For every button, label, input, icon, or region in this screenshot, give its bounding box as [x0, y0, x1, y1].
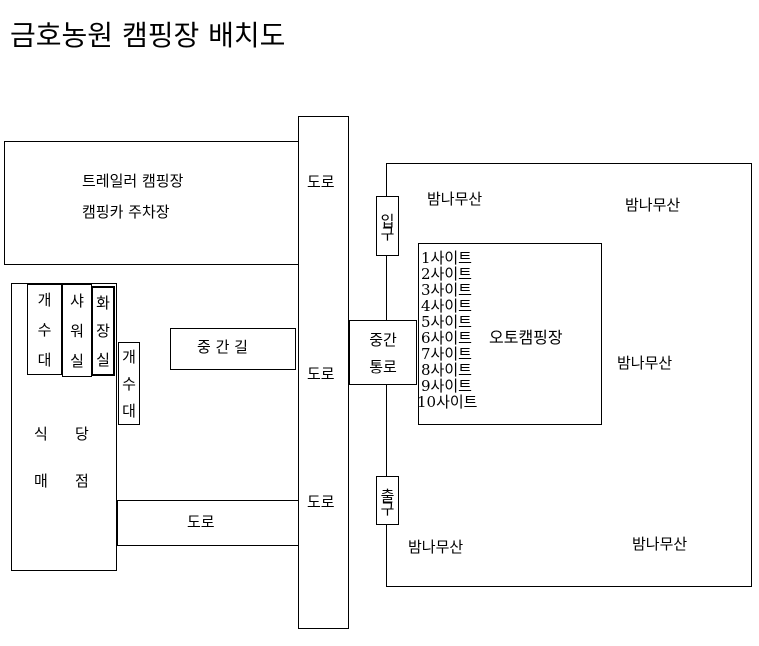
site-5: 5사이트: [421, 313, 472, 331]
entrance: 입구: [376, 196, 399, 256]
trailer-area: [4, 141, 299, 265]
chestnut-forest: 밤나무산: [632, 535, 688, 553]
site-6: 6사이트: [421, 329, 472, 347]
site-2: 2사이트: [421, 265, 472, 283]
page-title: 금호농원 캠핑장 배치도: [10, 19, 286, 52]
site-4: 4사이트: [421, 297, 472, 315]
road-label: 도로: [307, 173, 335, 191]
site-9: 9사이트: [421, 377, 472, 395]
store-label-1: 매: [34, 472, 48, 490]
trailer-label: 트레일러 캠핑장: [82, 172, 184, 190]
site-3: 3사이트: [421, 281, 472, 299]
middle-path: [170, 328, 296, 370]
site-8: 8사이트: [421, 361, 472, 379]
road-label: 도로: [307, 365, 335, 383]
main-road: [298, 116, 349, 629]
side-road-label: 도로: [187, 513, 215, 531]
chestnut-forest: 밤나무산: [625, 196, 681, 214]
chestnut-forest: 밤나무산: [408, 538, 464, 556]
site-7: 7사이트: [421, 345, 472, 363]
side-road: [117, 500, 299, 546]
restaurant-label-2: 당: [75, 425, 89, 443]
chestnut-forest: 밤나무산: [427, 190, 483, 208]
store-label-2: 점: [75, 472, 89, 490]
road-label: 도로: [307, 493, 335, 511]
site-list: 1사이트 2사이트 3사이트 4사이트 5사이트 6사이트 7사이트 8사이트 …: [417, 249, 478, 410]
restaurant-label-1: 식: [34, 425, 48, 443]
auto-camping-label: 오토캠핑장: [489, 328, 563, 347]
campingcar-parking-label: 캠핑카 주차장: [82, 203, 170, 221]
site-10: 10사이트: [417, 393, 478, 411]
middle-path-label: 중 간 길: [197, 338, 248, 356]
chestnut-forest: 밤나무산: [617, 354, 673, 372]
site-area: [418, 243, 602, 425]
site-1: 1사이트: [421, 249, 472, 267]
exit: 출구: [376, 476, 399, 525]
